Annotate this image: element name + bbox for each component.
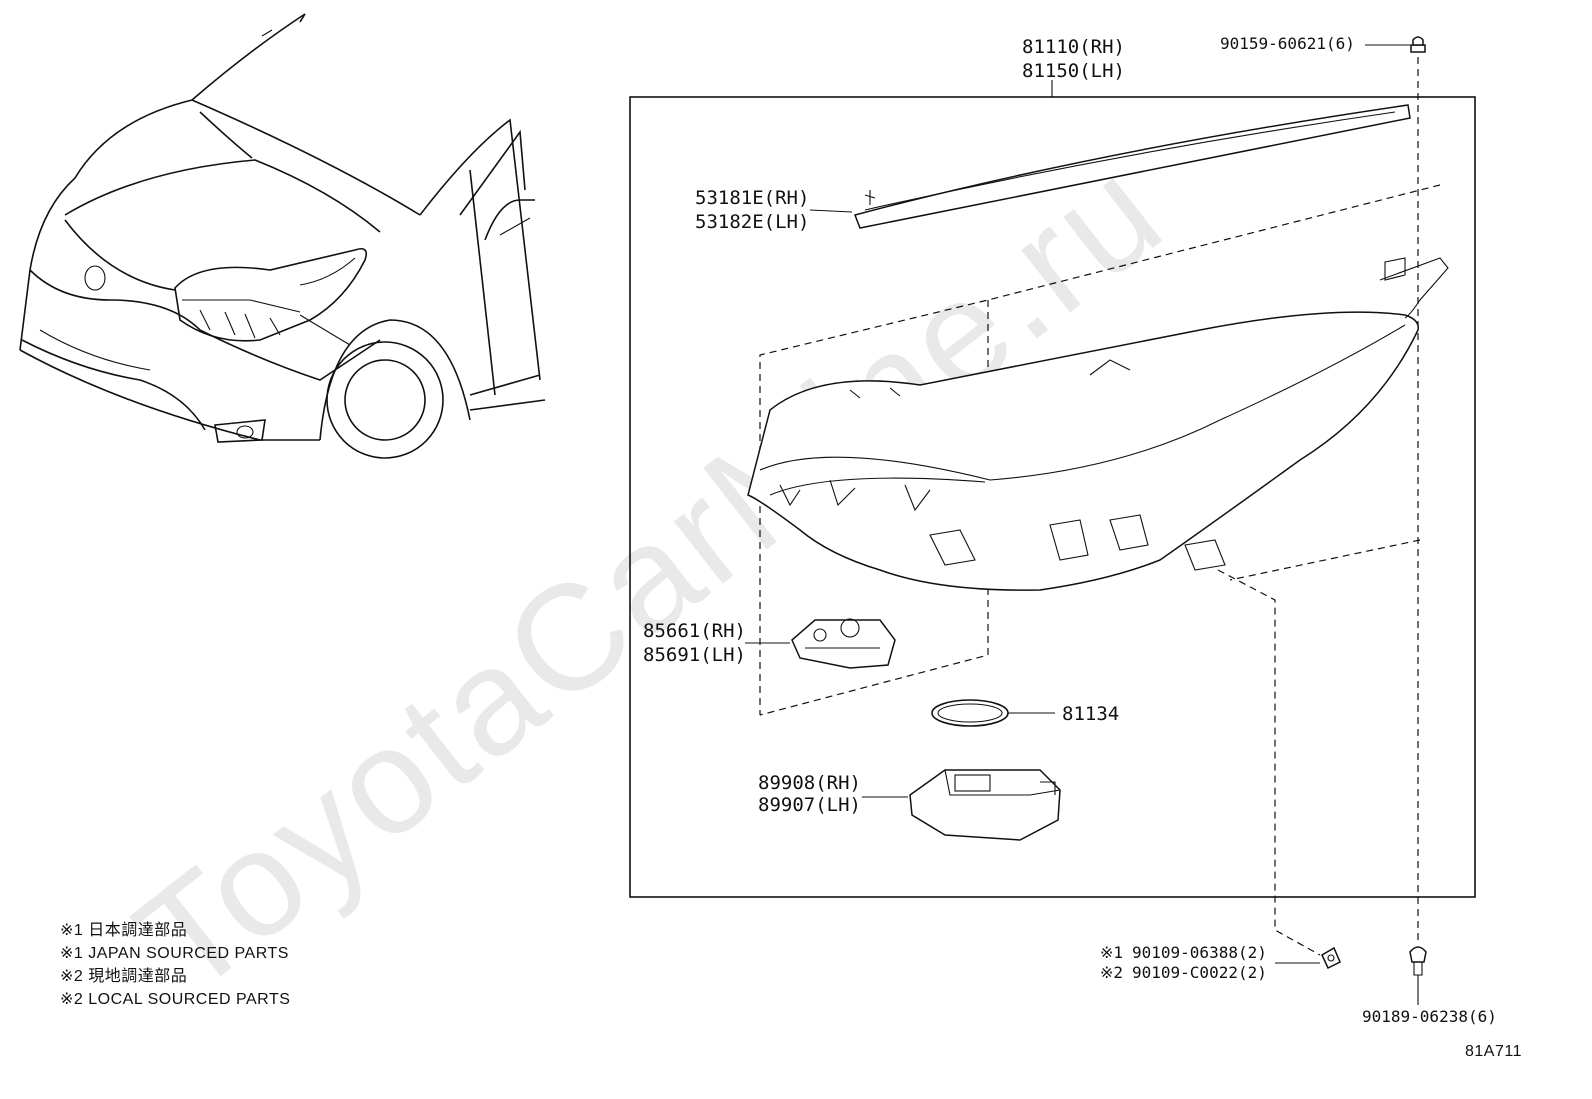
- figure-code: 81A711: [1465, 1043, 1522, 1060]
- callout-bracket-lh: 85691(LH): [643, 644, 746, 666]
- clip-part: [1409, 946, 1427, 976]
- callout-clip: 90189-06238(6): [1362, 1007, 1497, 1026]
- callout-garnish-lh: 53182E(LH): [695, 211, 809, 233]
- ballast-part: [909, 769, 1061, 841]
- legend-line-1: ※1 日本調達部品: [60, 921, 187, 939]
- callout-bolt-1-part: 90109-06388(2): [1132, 943, 1267, 962]
- callout-top-screw: 90159-60621(6): [1220, 34, 1355, 53]
- callout-bolt-2-mark: ※2: [1100, 963, 1123, 982]
- callout-ballast-rh: 89908(RH): [758, 772, 861, 794]
- callout-bolt-2-part: 90109-C0022(2): [1132, 963, 1267, 982]
- callout-bracket-rh: 85661(RH): [643, 620, 746, 642]
- callout-headlamp-lh: 81150(LH): [1022, 60, 1125, 82]
- headlamp-unit-part: [747, 257, 1449, 591]
- callout-ballast-lh: 89907(LH): [758, 794, 861, 816]
- top-screw-part: [1410, 36, 1426, 53]
- legend-line-3: ※2 現地調達部品: [60, 967, 187, 985]
- bracket-part: [791, 618, 896, 669]
- assembly-dash-lines: [759, 45, 1441, 956]
- callout-garnish-rh: 53181E(RH): [695, 187, 809, 209]
- callout-bolt-1-mark: ※1: [1100, 943, 1123, 962]
- legend-line-2: ※1 JAPAN SOURCED PARTS: [60, 945, 289, 962]
- legend-line-4: ※2 LOCAL SOURCED PARTS: [60, 991, 290, 1008]
- garnish-strip-part: [854, 104, 1411, 229]
- callout-o-ring: 81134: [1062, 703, 1119, 725]
- callout-headlamp-rh: 81110(RH): [1022, 36, 1125, 58]
- vehicle-sketch: [19, 13, 546, 459]
- bolt-part: [1321, 946, 1341, 970]
